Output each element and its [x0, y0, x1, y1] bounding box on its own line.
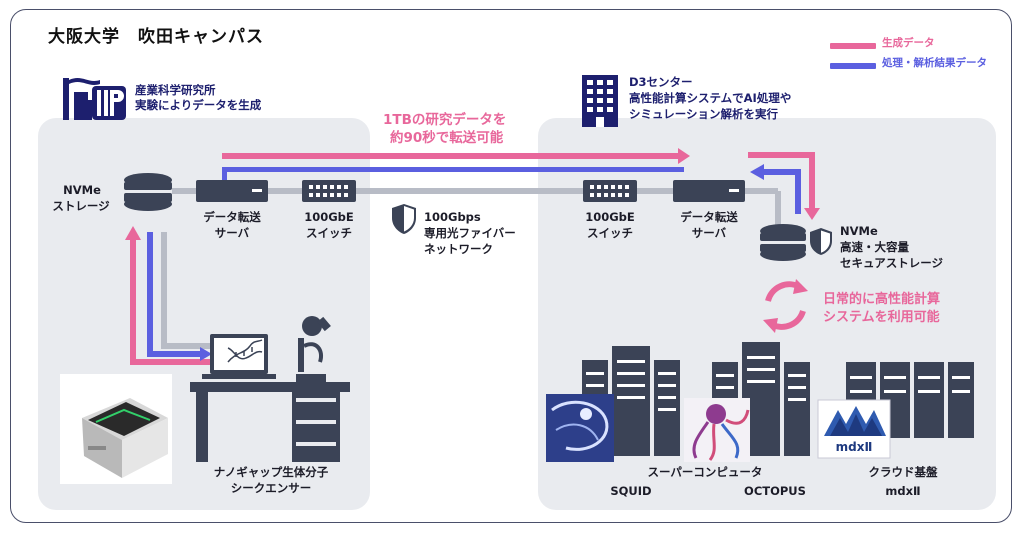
- legend-label-results: 処理・解析結果データ: [882, 57, 987, 69]
- sanken-label-line1: 産業科学研究所: [135, 83, 216, 97]
- page-title: 大阪大学 吹田キャンパス: [48, 27, 264, 47]
- cycle-note-line1: 日常的に高性能計算: [823, 292, 941, 307]
- cloud-label: クラウド基盤: [868, 465, 938, 479]
- transfer-note-line2: 約90秒で転送可能: [390, 130, 504, 146]
- cycle-note-line2: システムを利用可能: [823, 310, 940, 325]
- legend-swatch-results: [830, 63, 876, 69]
- right-switch-icon: [583, 180, 637, 202]
- right-server-icon: [673, 180, 745, 202]
- outer-frame: [10, 9, 1012, 523]
- network-shield-icon: [392, 204, 416, 234]
- right-server-label-line1: データ転送: [680, 210, 738, 224]
- octopus-art-image: [684, 398, 750, 462]
- right-switch-label-line1: 100GbE: [585, 210, 635, 224]
- network-cables: [161, 188, 781, 349]
- left-switch-label-line2: スイッチ: [306, 226, 352, 240]
- octopus-label: OCTOPUS: [744, 484, 806, 498]
- storage-shield-icon: [810, 228, 832, 255]
- microscope-icon: [296, 316, 331, 382]
- sequencer-photo: [60, 374, 172, 484]
- right-switch-label-line2: スイッチ: [587, 226, 633, 240]
- squid-label: SQUID: [610, 484, 652, 498]
- d3center-building-icon: [582, 75, 618, 127]
- sequencer-label-line1: ナノギャップ生体分子: [213, 465, 329, 479]
- network-label-line2: 専用光ファイバー: [424, 226, 516, 240]
- network-label-line1: 100Gbps: [424, 210, 481, 224]
- left-server-icon: [196, 180, 268, 202]
- right-storage-label-line3: セキュアストレージ: [840, 256, 944, 270]
- squid-art-image: [546, 394, 614, 462]
- cloud-name: mdxⅡ: [885, 484, 921, 498]
- d3center-label-line1: D3センター: [629, 75, 693, 89]
- left-storage-label-line2: ストレージ: [52, 199, 110, 213]
- left-switch-icon: [302, 180, 356, 202]
- lab-desk-icon: [190, 334, 350, 462]
- left-switch-label-line1: 100GbE: [304, 210, 354, 224]
- blue-transfer-arrow: [222, 167, 684, 181]
- transfer-note-line1: 1TBの研究データを: [383, 112, 507, 128]
- left-server-label-line2: サーバ: [214, 226, 250, 240]
- right-server-label-line2: サーバ: [691, 226, 727, 240]
- right-storage-label-line2: 高速・大容量: [840, 240, 909, 254]
- d3center-label-line2: 高性能計算システムでAI処理や: [629, 91, 792, 105]
- legend-swatch-generated: [830, 43, 876, 49]
- mdx-logo: [817, 399, 891, 459]
- left-storage-label-line1: NVMe: [63, 183, 101, 197]
- sequencer-label-line2: シークエンサー: [230, 481, 312, 495]
- right-storage-icon: [760, 224, 806, 261]
- left-server-label-line1: データ転送: [203, 210, 261, 224]
- legend-label-generated: 生成データ: [882, 37, 935, 49]
- left-storage-icon: [124, 173, 172, 211]
- supercomputer-label: スーパーコンピュータ: [647, 465, 763, 479]
- sanken-building-icon: [63, 78, 126, 120]
- dna-icon: [227, 339, 263, 363]
- sanken-label-line2: 実験によりデータを生成: [135, 98, 262, 112]
- d3center-label-line3: シミュレーション解析を実行: [629, 107, 779, 121]
- pink-transfer-arrow: [222, 148, 690, 164]
- mdx-logo-text: mdxⅡ: [835, 440, 873, 454]
- network-label-line3: ネットワーク: [424, 242, 493, 256]
- right-storage-label-line1: NVMe: [840, 224, 878, 238]
